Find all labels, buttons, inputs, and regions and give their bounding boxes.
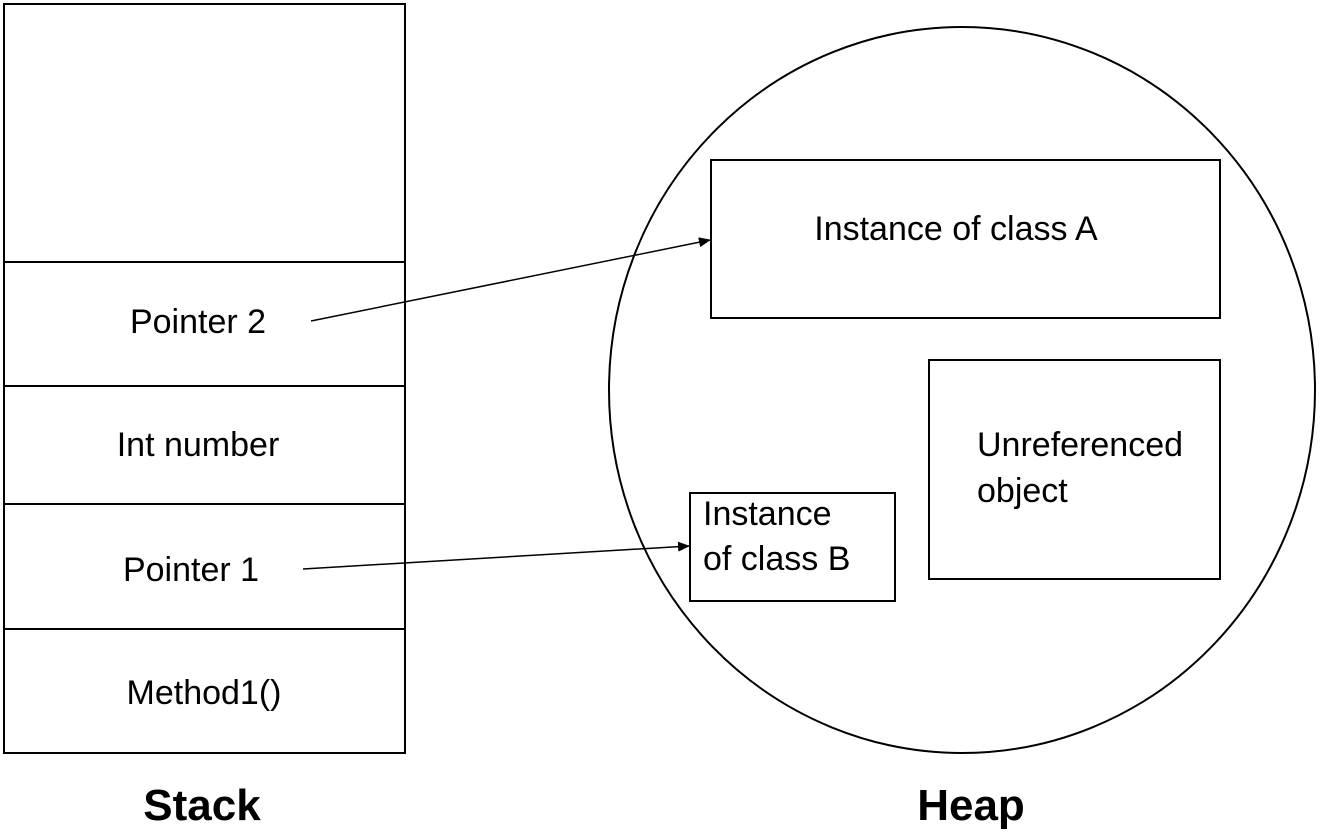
stack-slot-int-number-box bbox=[3, 385, 406, 505]
heap-object-class-b: Instance of class B bbox=[689, 492, 896, 602]
stack: Pointer 2 Int number Pointer 1 Method1()… bbox=[3, 3, 406, 830]
stack-slot-int-number-label: Int number bbox=[117, 426, 280, 464]
heap-object-class-a-box bbox=[710, 159, 1221, 319]
stack-slot-pointer-1-label: Pointer 1 bbox=[123, 551, 259, 589]
reference-arrow-pointer-1-to-class-b bbox=[302, 541, 690, 570]
heap-object-unreferenced-label-line2: object bbox=[977, 472, 1068, 510]
stack-caption: Stack bbox=[143, 781, 261, 830]
stack-slot-int-number: Int number bbox=[3, 385, 406, 505]
stack-slot-method1-label: Method1() bbox=[127, 674, 282, 712]
heap-circle bbox=[608, 26, 1316, 754]
heap-object-class-a-label: Instance of class A bbox=[814, 210, 1098, 248]
stack-slot-method1-box bbox=[3, 628, 406, 754]
stack-slot-empty bbox=[3, 3, 406, 263]
heap-object-unreferenced-label-line1: Unreferenced bbox=[977, 426, 1183, 464]
heap-object-class-b-box bbox=[689, 492, 896, 602]
heap-object-unreferenced-box bbox=[928, 359, 1221, 580]
heap-caption: Heap bbox=[917, 781, 1025, 830]
heap-object-class-a: Instance of class A bbox=[710, 159, 1221, 319]
heap-object-class-b-label-line2: of class B bbox=[703, 540, 850, 578]
stack-slot-pointer-2: Pointer 2 bbox=[3, 261, 406, 387]
heap-object-unreferenced: Unreferenced object bbox=[928, 359, 1221, 580]
heap: Instance of class A Unreferenced object … bbox=[608, 26, 1316, 830]
stack-slot-pointer-2-label: Pointer 2 bbox=[130, 303, 266, 341]
stack-slot-method1: Method1() bbox=[3, 628, 406, 754]
stack-slot-pointer-2-box bbox=[3, 261, 406, 387]
heap-object-class-b-label-line1: Instance bbox=[703, 495, 832, 533]
reference-arrow-pointer-2-to-class-a bbox=[310, 237, 711, 322]
